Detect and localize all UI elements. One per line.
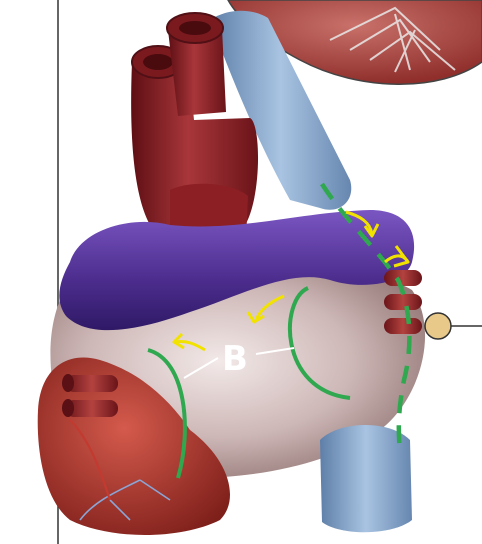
label-b: B [222,339,248,379]
callout-marker [425,313,482,339]
pulmonary-veins-right [384,270,422,334]
callout-circle [425,313,451,339]
